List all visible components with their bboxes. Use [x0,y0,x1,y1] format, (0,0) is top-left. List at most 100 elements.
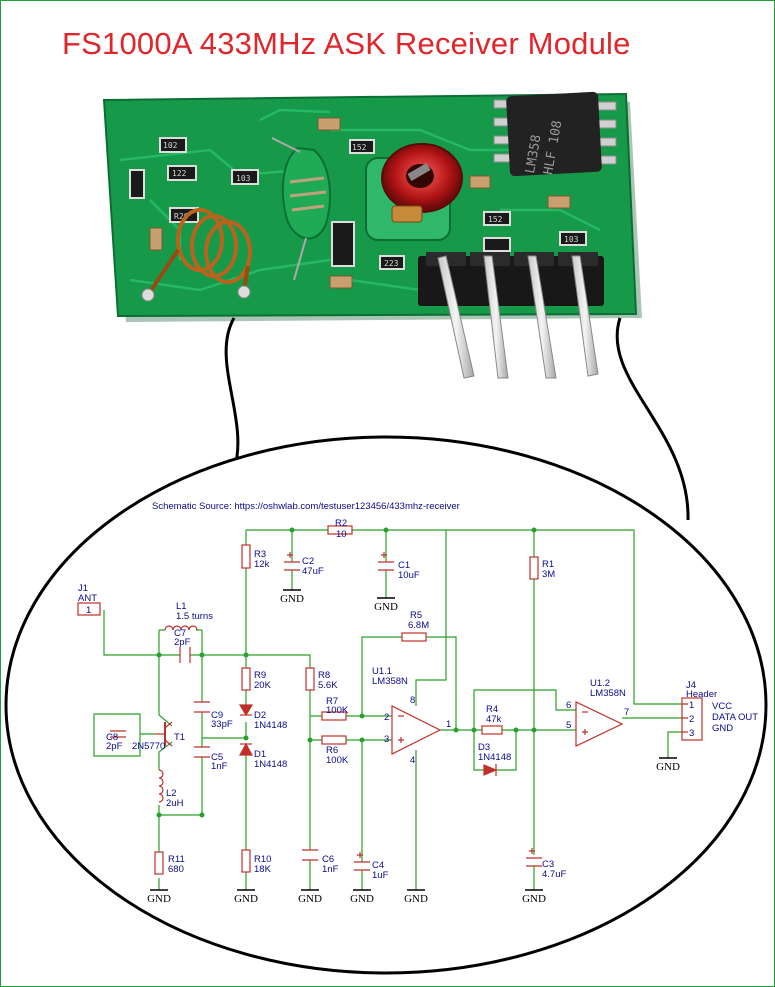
marking-103b: 103 [564,235,579,244]
u11-opamp [391,705,442,755]
c7-value: 2pF [174,637,191,648]
r5-ref: R5 [410,610,422,621]
u11-pin3: 3 [384,734,389,745]
zoom-line-left [224,317,240,471]
r11-resistor [154,851,164,875]
r1-value: 3M [542,569,555,580]
c5-ref: C5 [211,752,223,763]
u12-pin7: 7 [624,707,629,718]
r3-value: 12k [254,559,270,570]
u11-value: LM358N [372,676,408,687]
c1-ref: C1 [398,560,410,571]
j1-connector [77,602,101,616]
schematic: Schematic Source: https://oshwlab.com/te… [77,501,758,905]
t1-ref: T1 [174,732,185,743]
c7-capacitor [179,647,191,663]
r11-value: 680 [168,864,184,875]
l1-inductor [164,625,198,631]
marking-102: 102 [163,141,178,150]
r7-value: 100K [326,705,349,716]
marking-r26: R26 [174,212,189,221]
gnd-label: GND [298,893,322,905]
c8-value: 2pF [106,741,123,752]
c9-ref: C9 [211,710,223,721]
diodes [238,704,498,776]
r1-ref: R1 [542,559,554,570]
l1-value: 1.5 turns [176,611,213,622]
r4-ref: R4 [486,704,498,715]
j4-ref: J4 [686,680,696,691]
l2-ref: L2 [166,788,177,799]
r9-value: 20K [254,680,272,691]
r2-value: 10 [336,529,347,540]
r1-resistor [529,556,539,580]
c3-value: 4.7uF [542,869,566,880]
schematic-ellipse [4,435,768,975]
r6-ref: R6 [326,745,338,756]
c4-capacitor [354,861,370,871]
j4-header [681,697,703,741]
t1-value: 2N5770 [132,741,165,752]
r6-resistor [321,735,347,745]
r4-resistor [481,725,503,735]
r5-resistor [401,632,427,642]
marking-152: 152 [352,143,367,152]
u12-pin6: 6 [566,700,571,711]
c1-capacitor [378,561,394,571]
d1-diode [238,742,254,756]
schematic-source: Schematic Source: https://oshwlab.com/te… [152,501,460,512]
r8-resistor [305,667,315,691]
l2-value: 2uH [166,798,184,809]
c4-ref: C4 [372,860,384,871]
l1-ref: L1 [176,601,187,612]
d3-ref: D3 [478,742,490,753]
c8-capacitor [110,730,126,738]
c4-value: 1uF [372,870,389,881]
j4-name: Header [686,689,717,700]
j4-label-gnd: GND [712,723,733,734]
gnd-label: GND [522,893,546,905]
header-pins [418,252,604,379]
gnd-label: GND [404,893,428,905]
c3-ref: C3 [542,859,554,870]
r7-ref: R7 [326,696,338,707]
j1-name: ANT [78,593,97,604]
r11-ref: R11 [168,854,185,865]
chip-marking-1: LM358 [523,134,545,175]
marking-103: 103 [236,174,251,183]
marking-122: 122 [172,169,187,178]
variable-coil [365,143,463,241]
r10-ref: R10 [254,854,271,865]
r9-resistor [241,667,251,691]
green-inductor [271,137,331,281]
marking-223: 223 [384,259,399,268]
junction-dots [156,527,537,818]
r8-ref: R8 [318,670,330,681]
component-bodies [77,525,703,875]
r6-value: 100K [326,755,349,766]
gnd-label: GND [656,761,680,773]
j4-pin1: 1 [689,700,694,711]
gnd-label: GND [280,593,304,605]
r2-ref: R2 [335,518,347,529]
u12-pin5: 5 [566,720,571,731]
u12-value: LM358N [590,688,626,699]
r10-resistor [241,849,251,873]
j4-label-data: DATA OUT [712,712,758,723]
j4-pin2: 2 [689,714,694,725]
zoom-line-right [615,317,690,521]
u11-ref: U1.1 [372,666,392,677]
r4-value: 47k [486,714,502,725]
c8-ref: C8 [106,732,118,743]
j4-label-vcc: VCC [712,701,732,712]
j1-pin: 1 [86,605,91,616]
t1-transistor [155,721,173,747]
u12-opamp [575,701,624,747]
u11-pin4: 4 [410,755,415,766]
d1-ref: D1 [254,749,266,760]
u12-ref: U1.2 [590,678,610,689]
c5-value: 1nF [211,761,228,772]
marking-152b: 152 [488,215,503,224]
c9-capacitor [194,701,210,713]
